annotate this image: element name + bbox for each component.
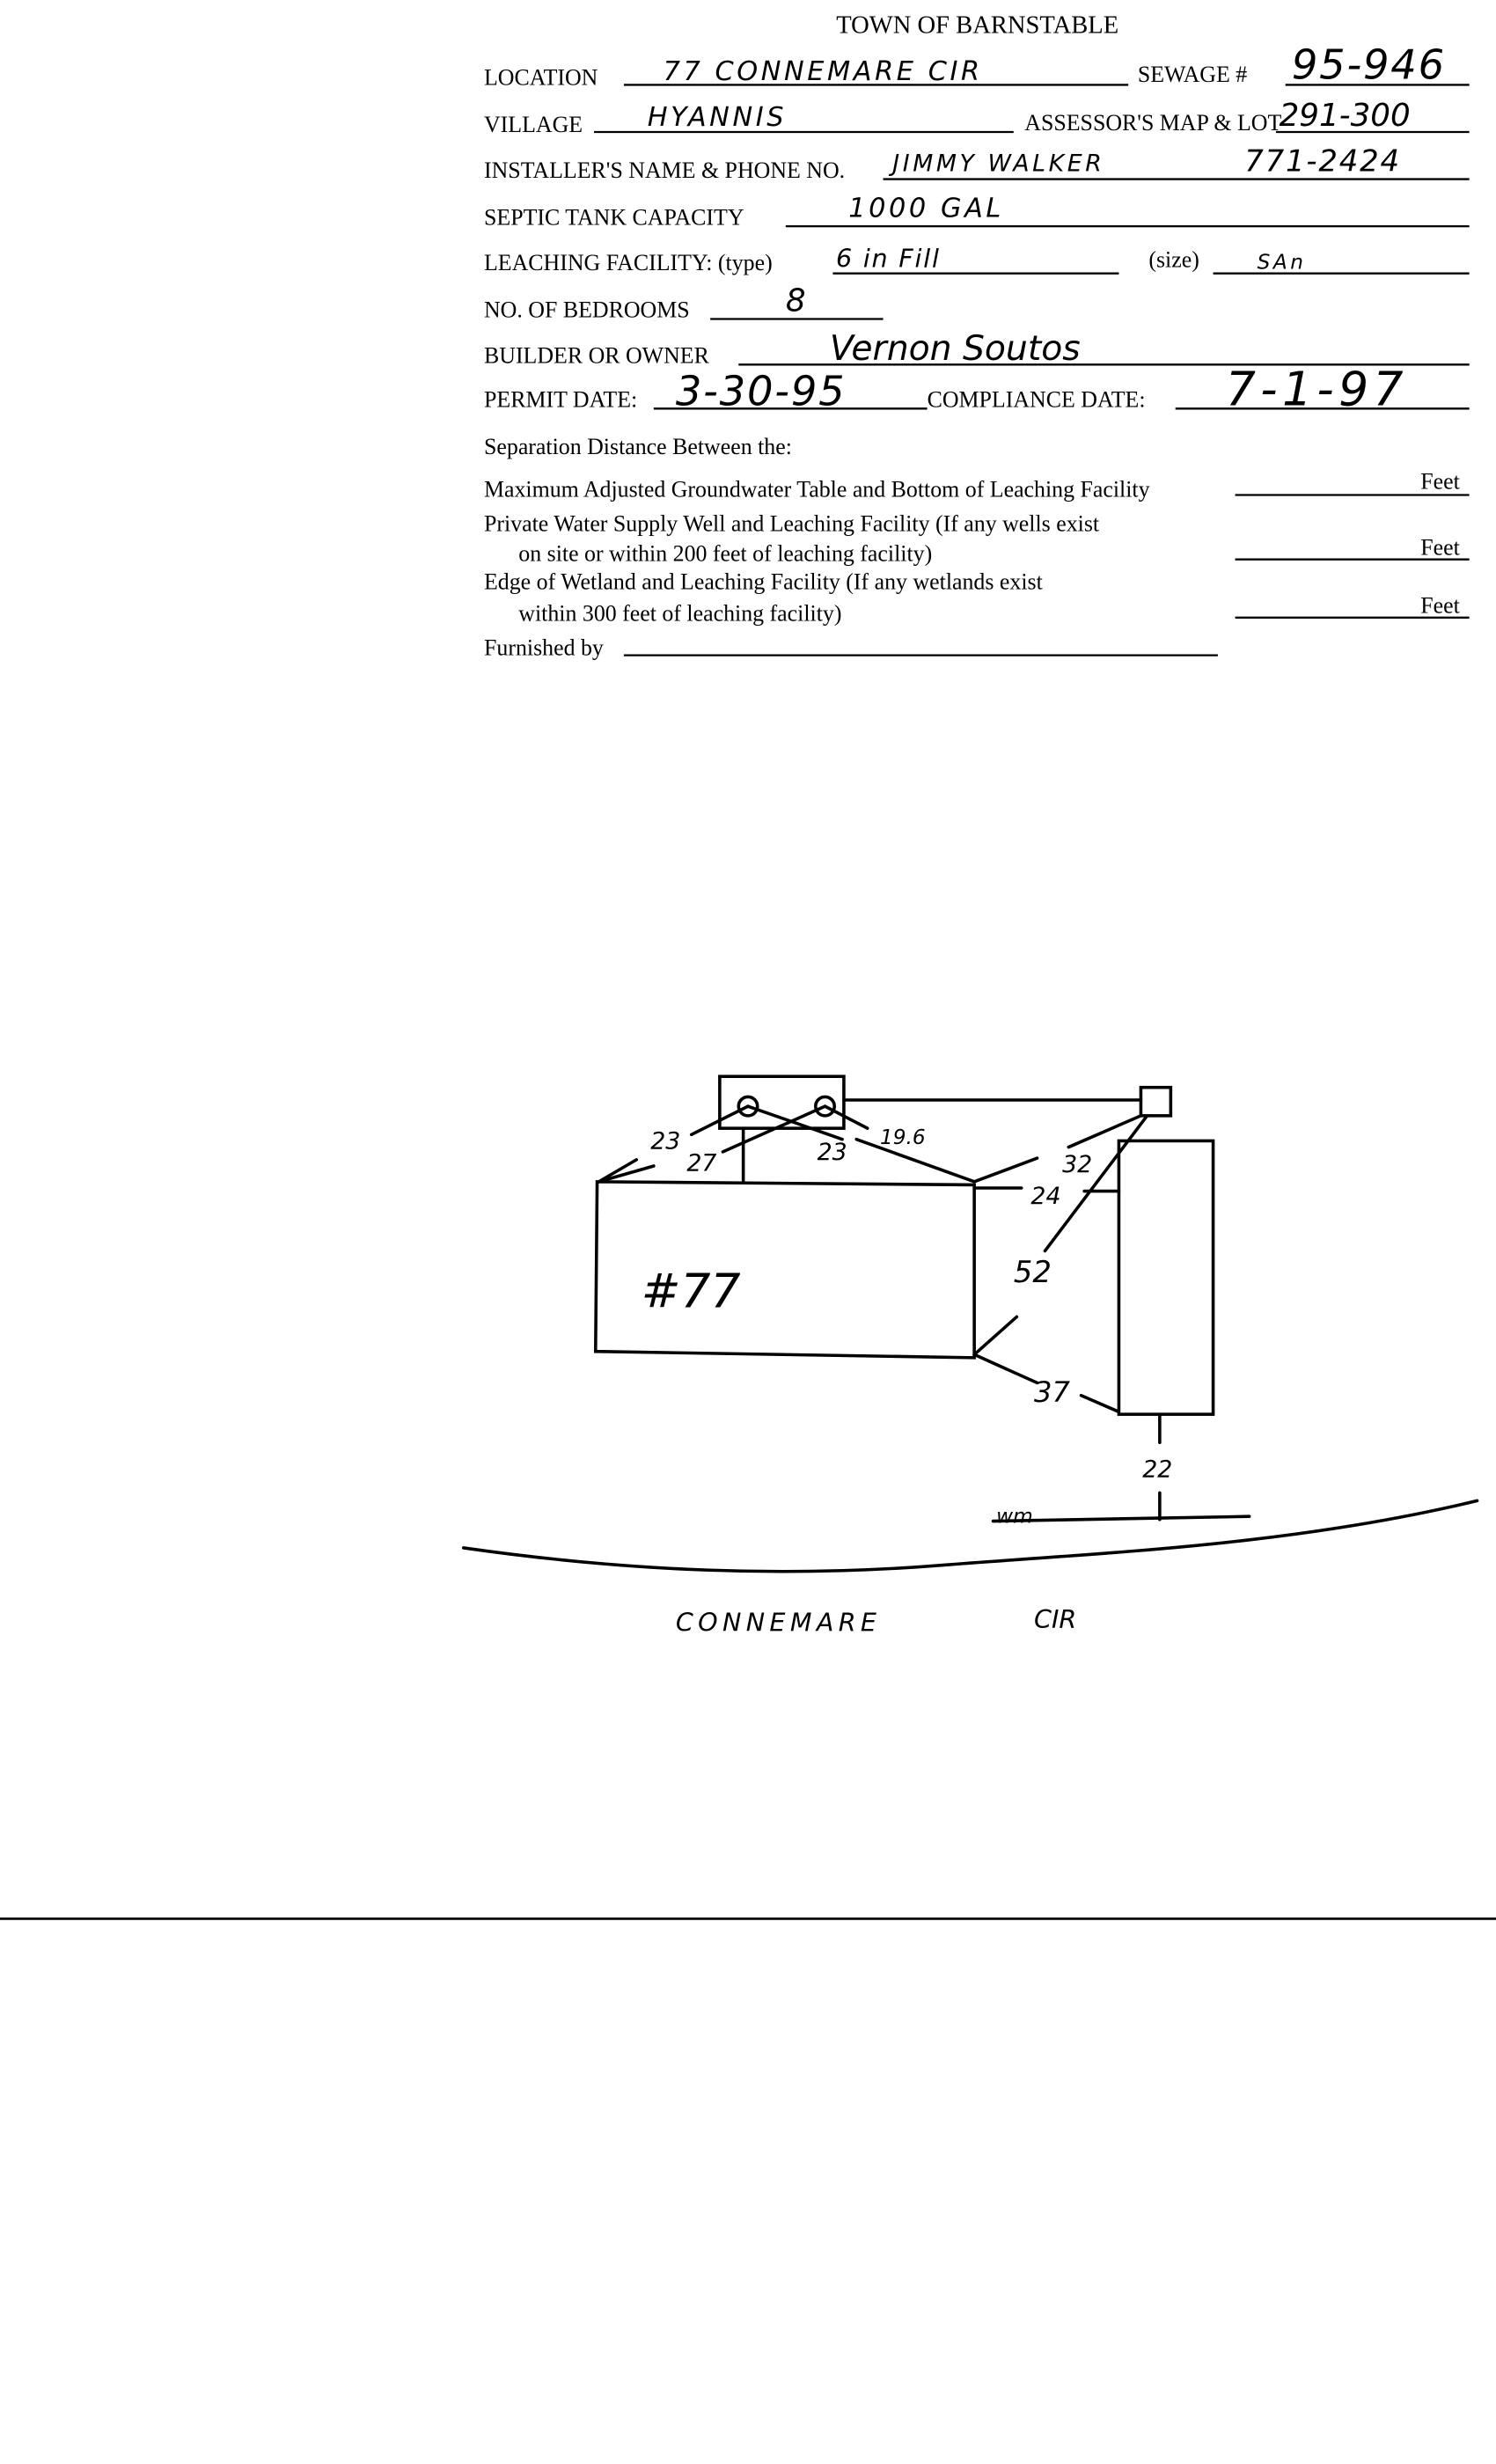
measure-line: [972, 1156, 1039, 1184]
dim-23b: 23: [818, 1139, 847, 1166]
measure-line: [1067, 1114, 1143, 1149]
leaching-type-label: LEACHING FACILITY: (type): [484, 250, 773, 275]
well-feet: Feet: [1420, 534, 1460, 560]
dim-22: 22: [1142, 1456, 1172, 1484]
leaching-field: [1117, 1139, 1215, 1416]
measure-line: [1079, 1393, 1119, 1413]
bedrooms-value: 8: [786, 283, 809, 319]
installer-phone: 771-2424: [1244, 144, 1401, 179]
bedrooms-label: NO. OF BEDROOMS: [484, 297, 690, 323]
dim-27: 27: [686, 1149, 716, 1177]
compliance-date-value: 7-1-97: [1226, 362, 1408, 417]
house-label: #77: [642, 1264, 741, 1319]
separation-groundwater: Maximum Adjusted Groundwater Table and B…: [484, 476, 1150, 502]
measure-line: [721, 1104, 827, 1154]
map-lot-label: ASSESSOR'S MAP & LOT: [1024, 110, 1281, 136]
size-label: (size): [1148, 247, 1199, 273]
measure-line: [1043, 1114, 1149, 1253]
measure-line: [823, 1104, 869, 1130]
measure-line: [746, 1104, 844, 1141]
measure-line: [597, 1164, 656, 1184]
sewage-value: 95-946: [1292, 40, 1446, 88]
permit-date-label: PERMIT DATE:: [484, 387, 637, 413]
dim-32: 32: [1062, 1151, 1092, 1178]
site-sketch: #77 23 27 23 19.6 32 24 52 37 22 wm CONN…: [462, 1074, 1479, 1638]
measure-line: [597, 1158, 639, 1184]
separation-well-line1: Private Water Supply Well and Leaching F…: [484, 511, 1100, 537]
dim-19-6: 19.6: [880, 1126, 926, 1149]
dim-52: 52: [1014, 1255, 1052, 1289]
dim-37: 37: [1034, 1375, 1070, 1409]
wetland-feet: Feet: [1420, 592, 1460, 618]
form-title: TOWN OF BARNSTABLE: [836, 12, 1118, 40]
groundwater-feet: Feet: [1420, 468, 1460, 494]
location-value: 77 CONNEMARE CIR: [664, 56, 983, 87]
furnished-by-label: Furnished by: [484, 635, 604, 661]
street-suffix: CIR: [1034, 1604, 1076, 1634]
measure-line: [972, 1353, 1039, 1385]
house: [593, 1180, 976, 1360]
septic-tank: [718, 1074, 846, 1130]
street-name: CONNEMARE: [676, 1608, 882, 1638]
street-edge: [462, 1499, 1479, 1573]
water-main-label: wm: [996, 1504, 1033, 1528]
separation-heading: Separation Distance Between the:: [484, 434, 792, 459]
sewage-label: SEWAGE #: [1138, 62, 1247, 87]
village-label: VILLAGE: [484, 112, 583, 137]
installer-label: INSTALLER'S NAME & PHONE NO.: [484, 158, 845, 183]
dim-23a: 23: [650, 1127, 680, 1155]
leaching-type-value: 6 in Fill: [836, 244, 941, 274]
permit-date-value: 3-30-95: [676, 368, 847, 415]
tank-capacity-value: 1000 GAL: [848, 193, 1004, 224]
owner-label: BUILDER OR OWNER: [484, 343, 710, 369]
tank-capacity-label: SEPTIC TANK CAPACITY: [484, 204, 744, 230]
separation-wetland-line1: Edge of Wetland and Leaching Facility (I…: [484, 569, 1044, 595]
size-value: SAn: [1258, 250, 1307, 274]
measure-line: [854, 1137, 976, 1184]
separation-well-line2: on site or within 200 feet of leaching f…: [518, 541, 932, 567]
compliance-date-label: COMPLIANCE DATE:: [928, 387, 1146, 413]
village-value: HYANNIS: [648, 102, 787, 133]
location-label: LOCATION: [484, 64, 598, 90]
map-lot-value: 291-300: [1280, 98, 1411, 134]
owner-value: Vernon Soutos: [830, 329, 1081, 369]
water-main-line: [991, 1514, 1251, 1523]
measure-line: [972, 1315, 1019, 1357]
installer-name: JIMMY WALKER: [888, 150, 1104, 178]
dim-24: 24: [1030, 1183, 1060, 1210]
tank-inlet: [737, 1095, 759, 1118]
measure-line: [689, 1104, 750, 1137]
distribution-box: [1139, 1085, 1173, 1118]
tank-outlet: [814, 1095, 836, 1118]
separation-wetland-line2: within 300 feet of leaching facility): [518, 600, 841, 626]
